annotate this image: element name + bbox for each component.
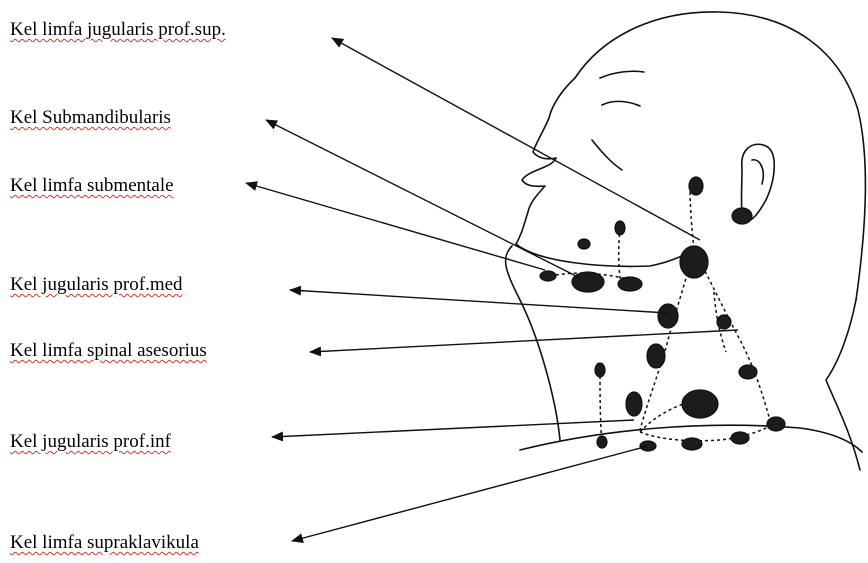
- label-submentale: Kel limfa submentale: [10, 175, 174, 197]
- pointer-lines: [246, 38, 738, 541]
- label-supraklavikula: Kel limfa supraklavikula: [10, 532, 199, 554]
- pointer-submandibularis: [266, 120, 580, 278]
- pointer-jugularis-prof-med: [290, 290, 668, 313]
- label-submandibularis: Kel Submandibularis: [10, 107, 171, 129]
- pointer-jugularis-prof-sup: [332, 38, 700, 240]
- pointer-spinal-asesorius: [310, 330, 738, 352]
- label-spinal-asesorius: Kel limfa spinal asesorius: [10, 340, 207, 362]
- label-jugularis-prof-inf: Kel jugularis prof.inf: [10, 431, 171, 453]
- label-jugularis-prof-med: Kel jugularis prof.med: [10, 274, 183, 296]
- lymph-nodes: [540, 177, 785, 451]
- pointer-submentale: [246, 183, 545, 270]
- pointer-jugularis-prof-inf: [272, 420, 634, 437]
- pointer-supraklavikula: [292, 446, 648, 541]
- label-jugularis-prof-sup: Kel limfa jugularis prof.sup.: [10, 19, 226, 41]
